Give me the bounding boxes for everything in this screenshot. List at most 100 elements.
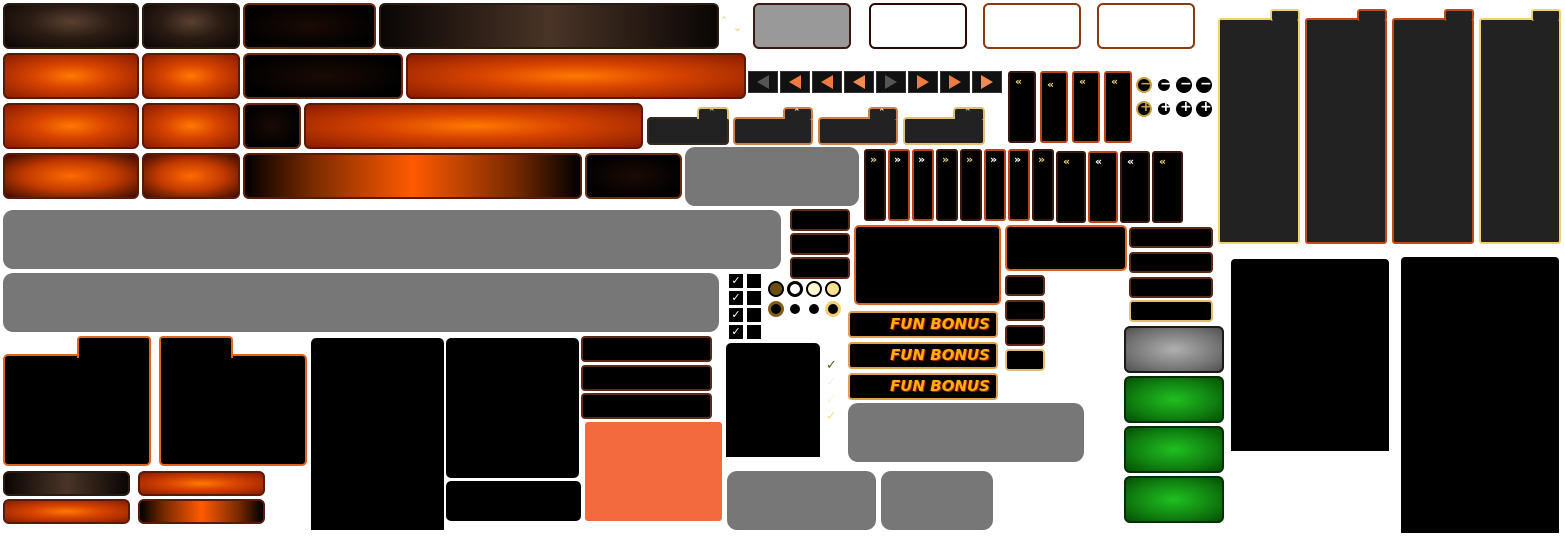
collapse-tab-7[interactable]: « [1120, 151, 1150, 223]
radio-3[interactable] [806, 281, 822, 297]
checkbox-checked-2[interactable]: ✓ [729, 291, 743, 305]
fun-bonus-button-3[interactable]: FUN BONUS [848, 373, 998, 400]
green-button-2[interactable] [1124, 426, 1224, 473]
black-box-2[interactable] [1005, 300, 1045, 321]
tabbed-panel-2-tab[interactable] [159, 336, 233, 358]
small-tab-1[interactable] [647, 117, 729, 145]
collapse-tab-8[interactable]: « [1152, 151, 1183, 223]
expand-tab-7[interactable]: » [1008, 149, 1030, 221]
black-box-3[interactable] [1005, 325, 1045, 346]
radio-selected-3[interactable] [806, 301, 822, 317]
black-button[interactable] [243, 3, 376, 49]
plus-icon-3[interactable] [1176, 101, 1192, 117]
folder-tab-3[interactable] [1392, 18, 1474, 244]
arrow-left-button-3[interactable] [812, 71, 842, 93]
collapse-tab-4[interactable]: « [1104, 71, 1132, 143]
green-button-3[interactable] [1124, 476, 1224, 523]
black-box-4[interactable] [1005, 349, 1045, 371]
black-row-3[interactable] [1129, 277, 1213, 298]
fun-bonus-button-2[interactable]: FUN BONUS [848, 342, 998, 369]
expand-tab-2[interactable]: » [888, 149, 910, 221]
black-row-1[interactable] [1129, 227, 1213, 248]
minus-icon-2[interactable] [1156, 77, 1172, 93]
folder-tab-2[interactable] [1305, 18, 1387, 244]
black-button-2[interactable] [585, 153, 682, 199]
black-bar-2[interactable] [790, 233, 850, 255]
checkbox-empty-3[interactable] [747, 308, 761, 322]
orange-dark-button-wide[interactable] [3, 153, 139, 199]
orange-bar-button[interactable] [406, 53, 746, 99]
collapse-tab-1[interactable]: « [1008, 71, 1036, 143]
black-bar-3[interactable] [790, 257, 850, 279]
plus-icon-2[interactable] [1156, 101, 1172, 117]
collapse-tab-6[interactable]: « [1088, 151, 1118, 223]
orange-button[interactable] [142, 53, 240, 99]
orange-button-wide-2[interactable] [3, 103, 139, 149]
black-button-small[interactable] [243, 103, 301, 149]
arrow-right-button-3[interactable] [940, 71, 970, 93]
radio-selected-1[interactable] [768, 301, 784, 317]
dark-bar-small[interactable] [3, 471, 130, 496]
orange-bar-small-1[interactable] [138, 471, 265, 496]
expand-tab-1[interactable]: » [864, 149, 886, 221]
arrow-right-button-4[interactable] [972, 71, 1002, 93]
folder-tab-4[interactable] [1479, 18, 1561, 244]
radio-2[interactable] [787, 281, 803, 297]
fun-bonus-button-1[interactable]: FUN BONUS [848, 311, 998, 338]
black-row-4[interactable] [1129, 300, 1213, 322]
radio-4[interactable] [825, 281, 841, 297]
orange-bar-small-2[interactable] [3, 499, 130, 524]
arrow-left-button-1[interactable] [748, 71, 778, 93]
black-strip-1[interactable] [581, 336, 712, 362]
black-button-wide[interactable] [243, 53, 403, 99]
tabbed-panel-1-tab[interactable] [77, 336, 151, 358]
orange-button-2[interactable] [142, 103, 240, 149]
black-strip-2[interactable] [581, 365, 712, 391]
folder-tab-1[interactable] [1218, 18, 1300, 244]
green-button-1[interactable] [1124, 376, 1224, 423]
white-button-outline-2[interactable] [1097, 3, 1195, 49]
radio-selected-2[interactable] [787, 301, 803, 317]
checkbox-checked-3[interactable]: ✓ [729, 308, 743, 322]
collapse-tab-5[interactable]: « [1056, 151, 1086, 223]
black-row-2[interactable] [1129, 252, 1213, 273]
dark-button-wide[interactable] [3, 3, 139, 49]
orange-gradient-bar[interactable] [243, 153, 582, 199]
small-tab-4[interactable] [903, 117, 985, 145]
orange-gradient-small[interactable] [138, 499, 265, 524]
dark-bar-button[interactable] [379, 3, 719, 49]
dark-button[interactable] [142, 3, 240, 49]
arrow-left-button-2[interactable] [780, 71, 810, 93]
black-box-1[interactable] [1005, 275, 1045, 296]
plus-icon-4[interactable] [1196, 101, 1212, 117]
checkbox-empty-4[interactable] [747, 325, 761, 339]
expand-tab-3[interactable]: » [912, 149, 934, 221]
orange-bar-button-2[interactable] [304, 103, 643, 149]
collapse-tab-3[interactable]: « [1072, 71, 1100, 143]
collapse-tab-2[interactable]: « [1040, 71, 1068, 143]
checkbox-empty-2[interactable] [747, 291, 761, 305]
orange-button-wide[interactable] [3, 53, 139, 99]
expand-tab-6[interactable]: » [984, 149, 1006, 221]
minus-icon-4[interactable] [1196, 77, 1212, 93]
black-strip-3[interactable] [581, 393, 712, 419]
arrow-right-button-1[interactable] [876, 71, 906, 93]
checkbox-empty-1[interactable] [747, 274, 761, 288]
arrow-left-button-4[interactable] [844, 71, 874, 93]
checkbox-checked-1[interactable]: ✓ [729, 274, 743, 288]
arrow-right-button-2[interactable] [908, 71, 938, 93]
radio-1[interactable] [768, 281, 784, 297]
small-tab-3[interactable] [818, 117, 898, 145]
radio-selected-4[interactable] [825, 301, 841, 317]
white-button-outline-1[interactable] [983, 3, 1081, 49]
minus-icon-1[interactable] [1136, 77, 1152, 93]
small-tab-2[interactable] [733, 117, 813, 145]
checkbox-checked-4[interactable]: ✓ [729, 325, 743, 339]
expand-tab-4[interactable]: » [936, 149, 958, 221]
grey-button[interactable] [753, 3, 851, 49]
minus-icon-3[interactable] [1176, 77, 1192, 93]
expand-tab-8[interactable]: » [1032, 149, 1054, 221]
orange-dark-button[interactable] [142, 153, 240, 199]
plus-icon-1[interactable] [1136, 101, 1152, 117]
white-button[interactable] [869, 3, 967, 49]
